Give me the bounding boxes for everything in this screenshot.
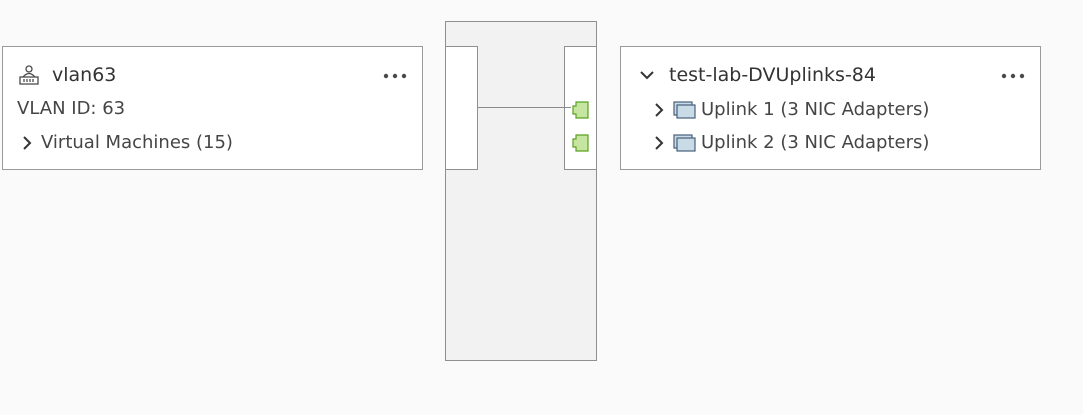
chevron-right-icon[interactable] — [19, 135, 35, 151]
connection-line — [478, 107, 571, 108]
chevron-right-icon[interactable] — [651, 102, 667, 118]
portgroup-icon — [18, 64, 40, 86]
vlan-id-label: VLAN ID: 63 — [17, 98, 126, 119]
uplink-label: Uplink 2 (3 NIC Adapters) — [701, 132, 930, 153]
portgroup-panel[interactable]: vlan63 VLAN ID: 63 Virtual Machines (15) — [2, 46, 423, 170]
uplinks-header[interactable]: test-lab-DVUplinks-84 — [639, 63, 876, 87]
portgroup-name: vlan63 — [52, 64, 117, 86]
uplink-row[interactable]: Uplink 2 (3 NIC Adapters) — [651, 131, 929, 155]
uplink-port-icon[interactable] — [572, 101, 590, 119]
uplink-port-icon[interactable] — [572, 134, 590, 152]
portgroup-more-button[interactable] — [382, 63, 408, 83]
more-horizontal-icon — [1001, 64, 1025, 83]
portgroup-header[interactable]: vlan63 — [18, 63, 116, 87]
uplinks-more-button[interactable] — [1000, 63, 1026, 83]
virtual-machines-label: Virtual Machines (15) — [41, 132, 233, 153]
uplink-label: Uplink 1 (3 NIC Adapters) — [701, 99, 930, 120]
uplink-row[interactable]: Uplink 1 (3 NIC Adapters) — [651, 98, 929, 122]
chevron-right-icon[interactable] — [651, 135, 667, 151]
uplinks-panel[interactable]: test-lab-DVUplinks-84 Uplink 1 (3 NIC Ad… — [620, 46, 1041, 170]
switch-portgroup-connector — [446, 46, 478, 170]
more-horizontal-icon — [383, 64, 407, 83]
uplinks-name: test-lab-DVUplinks-84 — [669, 64, 876, 86]
vlan-id-row: VLAN ID: 63 — [17, 97, 125, 121]
virtual-machines-row[interactable]: Virtual Machines (15) — [19, 131, 233, 155]
uplink-nic-icon — [673, 133, 697, 153]
uplink-nic-icon — [673, 100, 697, 120]
chevron-down-icon[interactable] — [639, 67, 655, 83]
